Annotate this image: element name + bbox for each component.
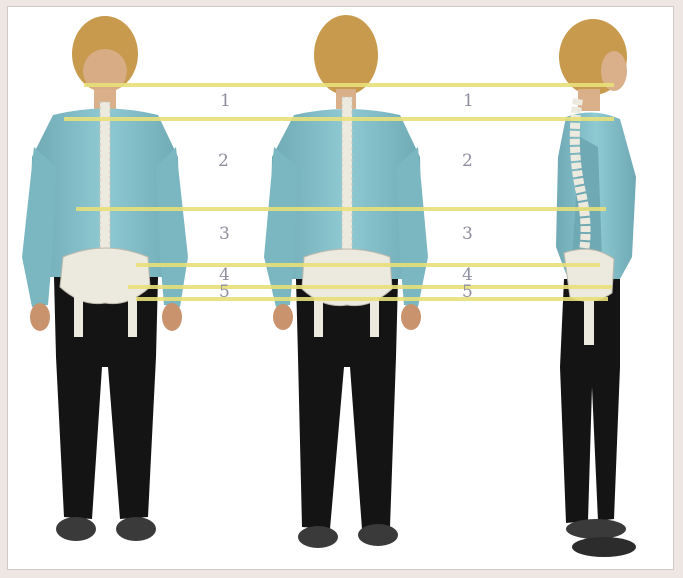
trousers — [54, 277, 158, 519]
label-front-2: 2 — [218, 151, 229, 171]
label-front-5: 5 — [219, 282, 230, 302]
right-shoe — [358, 524, 398, 546]
labels-back: 1 2 3 4 5 — [462, 91, 474, 302]
back-shoe — [566, 519, 626, 539]
front-shoe — [572, 537, 636, 557]
pelvis — [60, 248, 150, 304]
left-arm — [264, 147, 298, 307]
posture-figure: 1 2 3 4 5 1 2 3 4 5 — [8, 7, 675, 571]
femur — [584, 295, 594, 345]
right-arm — [396, 147, 428, 307]
label-back-2: 2 — [462, 151, 473, 171]
left-shoe — [298, 526, 338, 548]
left-femur — [314, 299, 323, 337]
right-hand — [401, 304, 421, 330]
right-shoe — [116, 517, 156, 541]
right-femur — [370, 299, 379, 337]
left-hand — [273, 304, 293, 330]
label-back-1: 1 — [463, 91, 474, 111]
left-arm — [22, 147, 56, 307]
labels-front: 1 2 3 4 5 — [218, 91, 231, 302]
label-front-3: 3 — [219, 224, 230, 244]
left-femur — [74, 297, 83, 337]
label-back-3: 3 — [462, 224, 473, 244]
right-hand — [162, 303, 182, 331]
pelvis — [564, 249, 614, 301]
label-back-5: 5 — [462, 282, 473, 302]
left-shoe — [56, 517, 96, 541]
figure-back-view — [264, 15, 428, 548]
figure-panel: 1 2 3 4 5 1 2 3 4 5 — [7, 6, 674, 570]
right-femur — [128, 297, 137, 337]
left-hand — [30, 303, 50, 331]
right-arm — [156, 147, 188, 307]
trousers — [296, 279, 398, 529]
label-front-1: 1 — [220, 91, 231, 111]
spine — [100, 102, 110, 252]
figure-front-view — [22, 16, 188, 541]
